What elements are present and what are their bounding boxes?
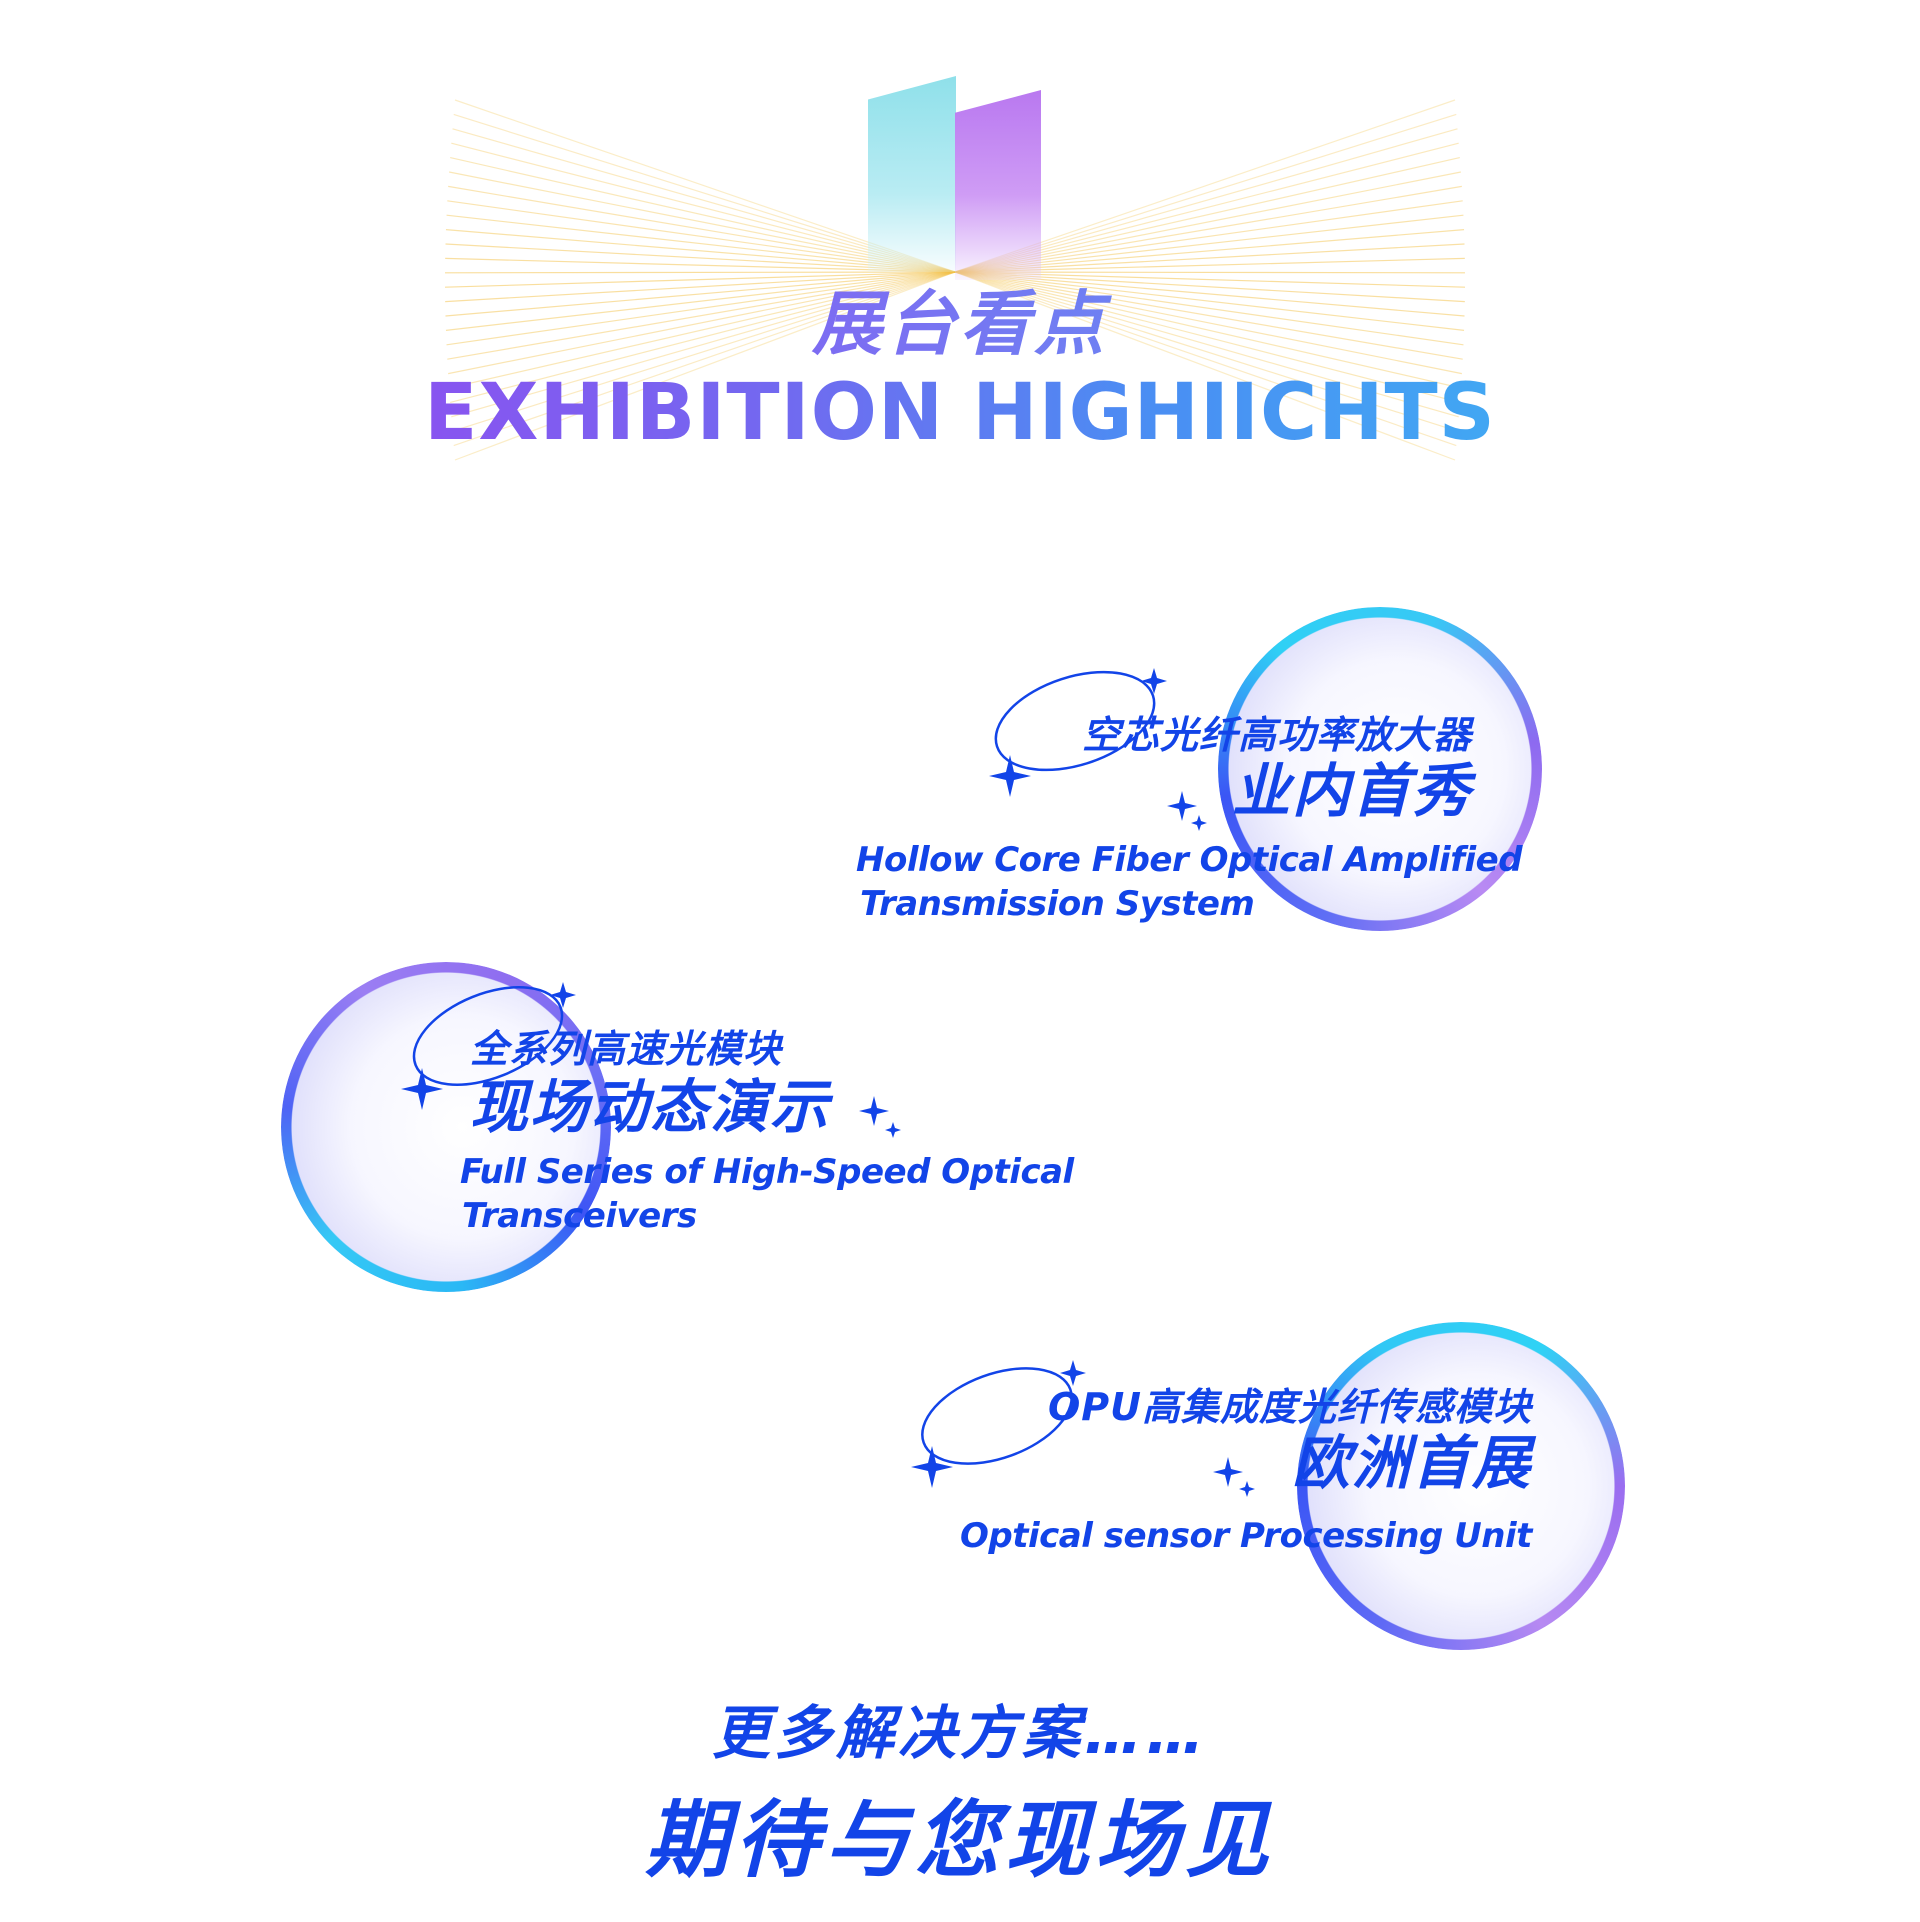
light-ray [445,271,956,303]
light-ray [453,271,956,447]
light-ray [954,271,1456,461]
highlight-3-subtitle: OPU高集成度光纤传感模块 [1047,1385,1532,1429]
sparkle-star-icon [1141,668,1167,694]
sparkle-star-icon [989,755,1031,797]
light-ray [450,271,956,403]
highlight-3-desc-line1: Optical sensor Processing Unit [960,1516,1532,1556]
light-ray [454,271,956,461]
purple-panel-shape [955,90,1041,280]
light-ray [445,271,956,274]
light-ray [452,271,956,432]
light-ray [445,271,956,331]
footer-see-you: 期待与您现场见 [644,1791,1275,1889]
highlight-1-desc-line2: Transmission System [860,884,1255,924]
highlight-1-subtitle: 空芯光纤高功率放大器 [1081,713,1472,757]
light-ray [451,271,956,418]
light-ray [448,271,956,389]
highlight-1-headline: 业内首秀 [1231,757,1472,825]
highlight-2-headline: 现场动态演示 [470,1073,831,1141]
bubble-ring [1218,607,1542,931]
light-ray [445,271,956,288]
light-ray [954,271,1458,432]
footer-more-solutions: 更多解决方案…… [711,1699,1208,1767]
light-ray [954,271,1463,360]
light-ray [447,271,956,360]
sparkle-star-icon [911,1446,953,1488]
highlight-2-desc-line2: Transceivers [462,1196,697,1236]
light-ray [954,271,1465,331]
section-title-cn: 展台看点 [0,284,1920,364]
section-title-en: EXHIBITION HIGHIICHTS [0,368,1920,458]
highlight-2-desc-line1: Full Series of High-Speed Optical [460,1152,1074,1192]
light-ray [954,271,1460,403]
light-ray [954,271,1459,418]
light-ray [445,271,956,317]
highlight-3-headline: 欧洲首展 [1291,1429,1532,1497]
sparkle-star-icon [1060,1360,1086,1386]
light-ray [448,271,956,375]
light-ray [954,271,1464,346]
light-ray [446,271,956,346]
light-ray [954,271,1462,389]
sparkle-star-icon [859,1096,889,1126]
highlight-2-subtitle: 全系列高速光模块 [470,1027,783,1071]
highlight-1-desc-line1: Hollow Core Fiber Optical Amplified [856,840,1523,880]
light-ray [954,271,1462,375]
cyan-panel-shape [868,76,956,272]
bubble-ring [1297,1322,1625,1650]
light-ray [954,271,1457,447]
sparkle-star-icon [885,1122,901,1138]
